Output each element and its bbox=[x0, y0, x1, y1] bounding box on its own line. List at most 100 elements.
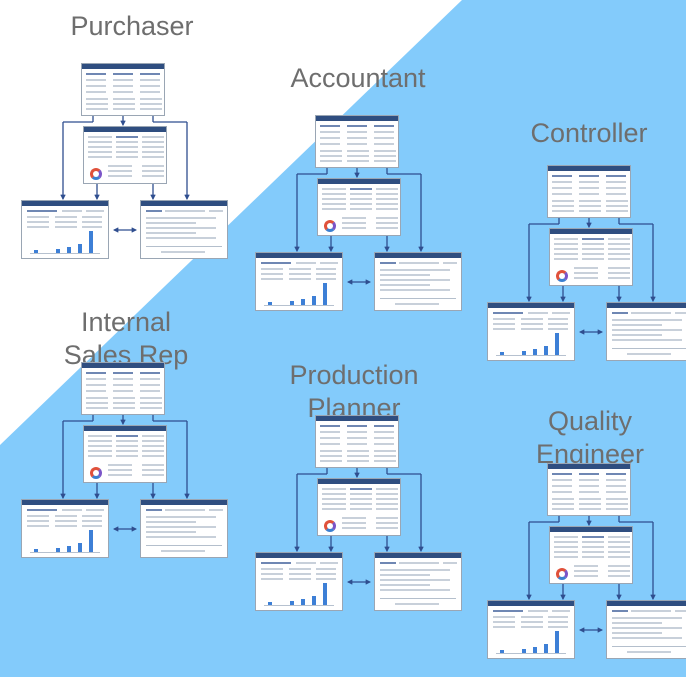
content-line bbox=[376, 203, 398, 205]
content-line bbox=[140, 407, 162, 409]
content-line bbox=[108, 175, 132, 177]
content-line bbox=[347, 150, 369, 152]
content-line bbox=[320, 150, 342, 152]
purchaser-list-page-screenshot[interactable] bbox=[140, 200, 228, 259]
accountant-list-page-screenshot[interactable] bbox=[374, 252, 462, 311]
content-line bbox=[209, 509, 223, 511]
accountant-card-page-screenshot[interactable] bbox=[317, 178, 401, 236]
internal-sales-rep-chart-page-screenshot[interactable] bbox=[21, 499, 109, 558]
production-planner-card-page-screenshot[interactable] bbox=[317, 478, 401, 536]
internal-sales-rep-role-center-screenshot[interactable] bbox=[81, 362, 165, 415]
content-line bbox=[116, 156, 138, 158]
content-line bbox=[493, 328, 515, 330]
content-line bbox=[140, 402, 162, 404]
content-line bbox=[342, 222, 366, 224]
content-line bbox=[88, 136, 112, 138]
controller-role-center-screenshot[interactable] bbox=[547, 165, 631, 218]
purchaser-card-page-screenshot[interactable] bbox=[83, 126, 167, 184]
controller-chart-page-screenshot[interactable] bbox=[487, 302, 575, 361]
content-line bbox=[289, 268, 311, 270]
chart-bar bbox=[89, 530, 93, 552]
window-header-bar bbox=[84, 127, 166, 132]
content-line bbox=[574, 277, 598, 279]
content-line bbox=[146, 210, 162, 212]
production-planner-chart-page-screenshot[interactable] bbox=[255, 552, 343, 611]
content-line bbox=[27, 520, 49, 522]
content-line bbox=[347, 443, 367, 445]
content-line bbox=[606, 498, 628, 500]
content-line bbox=[582, 253, 604, 255]
chart-bar bbox=[500, 352, 504, 355]
content-line bbox=[289, 568, 311, 570]
content-line bbox=[493, 323, 515, 325]
content-line bbox=[113, 73, 133, 75]
chart-bar bbox=[301, 299, 305, 305]
content-line bbox=[579, 485, 599, 487]
content-line bbox=[142, 445, 164, 447]
internal-sales-rep-list-page-screenshot[interactable] bbox=[140, 499, 228, 558]
chart-bar bbox=[555, 333, 559, 355]
controller-list-page-screenshot[interactable] bbox=[606, 302, 686, 361]
chart-bar bbox=[56, 249, 60, 253]
content-line bbox=[322, 488, 346, 490]
accountant-chart-page-screenshot[interactable] bbox=[255, 252, 343, 311]
content-line bbox=[322, 498, 346, 500]
content-line bbox=[62, 210, 82, 212]
content-line bbox=[55, 226, 77, 228]
content-line bbox=[579, 473, 599, 475]
production-planner-role-center-screenshot[interactable] bbox=[315, 415, 399, 468]
window-header-bar bbox=[141, 201, 227, 206]
donut-chart-icon bbox=[556, 270, 568, 282]
controller-card-page-screenshot[interactable] bbox=[549, 228, 633, 286]
internal-sales-rep-card-page-screenshot[interactable] bbox=[83, 425, 167, 483]
content-line bbox=[140, 378, 160, 380]
content-line bbox=[142, 469, 164, 471]
content-line bbox=[350, 188, 372, 190]
content-line bbox=[261, 578, 283, 580]
content-line bbox=[140, 79, 160, 81]
content-line bbox=[142, 474, 164, 476]
content-line bbox=[380, 584, 430, 586]
content-line bbox=[322, 208, 346, 210]
content-line bbox=[316, 278, 336, 280]
content-line bbox=[140, 91, 160, 93]
content-line bbox=[376, 222, 398, 224]
production-planner-list-page-screenshot[interactable] bbox=[374, 552, 462, 611]
donut-chart-icon bbox=[324, 520, 336, 532]
content-line bbox=[113, 397, 135, 399]
content-line bbox=[376, 493, 398, 495]
accountant-title: Accountant bbox=[278, 62, 438, 95]
content-line bbox=[606, 193, 626, 195]
content-line bbox=[399, 262, 439, 264]
quality-engineer-chart-page-screenshot[interactable] bbox=[487, 600, 575, 659]
content-line bbox=[548, 328, 568, 330]
content-line bbox=[320, 460, 342, 462]
content-line bbox=[608, 277, 630, 279]
quality-engineer-role-center-screenshot[interactable] bbox=[547, 463, 631, 516]
content-line bbox=[376, 508, 398, 510]
content-line bbox=[27, 226, 49, 228]
content-line bbox=[552, 205, 574, 207]
content-line bbox=[320, 160, 342, 162]
content-line bbox=[552, 312, 570, 314]
quality-engineer-list-page-screenshot[interactable] bbox=[606, 600, 686, 659]
content-line bbox=[395, 303, 439, 305]
content-line bbox=[146, 509, 162, 511]
content-line bbox=[322, 188, 346, 190]
content-line bbox=[608, 253, 630, 255]
content-line bbox=[579, 187, 599, 189]
content-line bbox=[146, 222, 196, 224]
content-line bbox=[574, 272, 598, 274]
content-line bbox=[140, 108, 162, 110]
purchaser-role-center-screenshot[interactable] bbox=[81, 63, 165, 116]
content-line bbox=[552, 479, 572, 481]
purchaser-chart-page-screenshot[interactable] bbox=[21, 200, 109, 259]
quality-engineer-card-page-screenshot[interactable] bbox=[549, 526, 633, 584]
content-line bbox=[582, 541, 604, 543]
window-header-bar bbox=[316, 416, 398, 421]
content-line bbox=[55, 515, 77, 517]
content-line bbox=[146, 237, 216, 239]
accountant-role-center-screenshot[interactable] bbox=[315, 115, 399, 168]
content-line bbox=[606, 491, 626, 493]
